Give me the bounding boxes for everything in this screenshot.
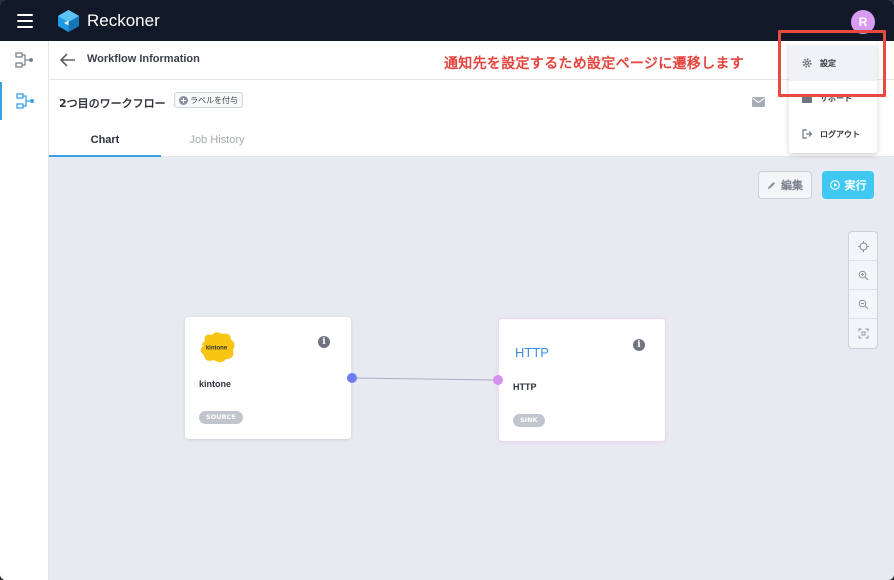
menu-item-settings[interactable]: 設定: [789, 45, 877, 81]
workflow-name: 2つ目のワークフロー: [59, 97, 166, 110]
run-button-label: 実行: [844, 179, 867, 192]
add-label-button[interactable]: + ラベルを付与: [174, 92, 243, 108]
edit-button[interactable]: 編集: [758, 171, 812, 199]
zoom-controls: [848, 231, 878, 349]
workflow-canvas[interactable]: 編集 実行: [49, 157, 894, 580]
edit-button-label: 編集: [781, 179, 803, 192]
sidebar: [0, 41, 49, 580]
add-label-text: ラベルを付与: [190, 95, 238, 105]
kintone-logo: kintone: [200, 332, 235, 363]
node-title: kintone: [199, 379, 232, 389]
fit-view-icon[interactable]: [849, 319, 877, 348]
annotation-text: 通知先を設定するため設定ページに遷移します: [444, 56, 745, 72]
reckoner-logo: [58, 10, 79, 32]
highlight-box: [778, 30, 886, 97]
page-title: Workflow Information: [87, 53, 200, 65]
input-port[interactable]: [493, 375, 503, 385]
node-kintone[interactable]: kintone i kintone SOURCE: [185, 317, 351, 439]
mail-icon[interactable]: [752, 97, 765, 107]
workflow-info-row: 2つ目のワークフロー + ラベルを付与 Chart Job History: [49, 80, 894, 157]
sidebar-item-workflow-active-icon[interactable]: [0, 82, 49, 120]
node-title: HTTP: [513, 382, 537, 392]
app-title: Reckoner: [87, 11, 160, 30]
sidebar-item-workflows-icon[interactable]: [0, 41, 49, 79]
node-badge-source: SOURCE: [199, 411, 243, 424]
page-header: Workflow Information 通知先を設定するため設定ページに遷移し…: [49, 41, 894, 80]
zoom-in-icon[interactable]: [849, 261, 877, 290]
arrow-left-icon[interactable]: [60, 52, 76, 68]
connector-line: [351, 377, 495, 381]
plus-icon: +: [179, 95, 188, 105]
zoom-out-icon[interactable]: [849, 290, 877, 319]
gear-icon: [802, 58, 812, 68]
logout-icon: [802, 129, 812, 139]
play-circle-icon: [829, 180, 840, 190]
hamburger-menu-icon[interactable]: [17, 14, 33, 28]
menu-item-logout[interactable]: ログアウト: [789, 116, 877, 152]
connector-layer: [351, 376, 499, 384]
pencil-icon: [768, 181, 775, 189]
http-logo: HTTP: [515, 345, 549, 360]
output-port[interactable]: [347, 373, 357, 383]
kintone-logo-text: kintone: [206, 346, 228, 352]
info-icon[interactable]: i: [633, 339, 645, 351]
top-bar: Reckoner R: [0, 0, 894, 41]
tab-chart[interactable]: Chart: [49, 128, 161, 157]
node-http[interactable]: HTTP i HTTP SINK: [499, 319, 665, 441]
recenter-icon[interactable]: [849, 232, 877, 261]
tab-job-history[interactable]: Job History: [189, 134, 245, 146]
node-badge-sink: SINK: [513, 414, 545, 427]
user-menu-dropdown: 設定 サポート ログアウト: [789, 41, 877, 153]
run-button[interactable]: 実行: [822, 171, 874, 199]
menu-item-label: ログアウト: [820, 129, 860, 139]
menu-item-label: 設定: [820, 58, 836, 68]
menu-item-label: サポート: [820, 93, 852, 103]
info-icon[interactable]: i: [318, 336, 330, 348]
